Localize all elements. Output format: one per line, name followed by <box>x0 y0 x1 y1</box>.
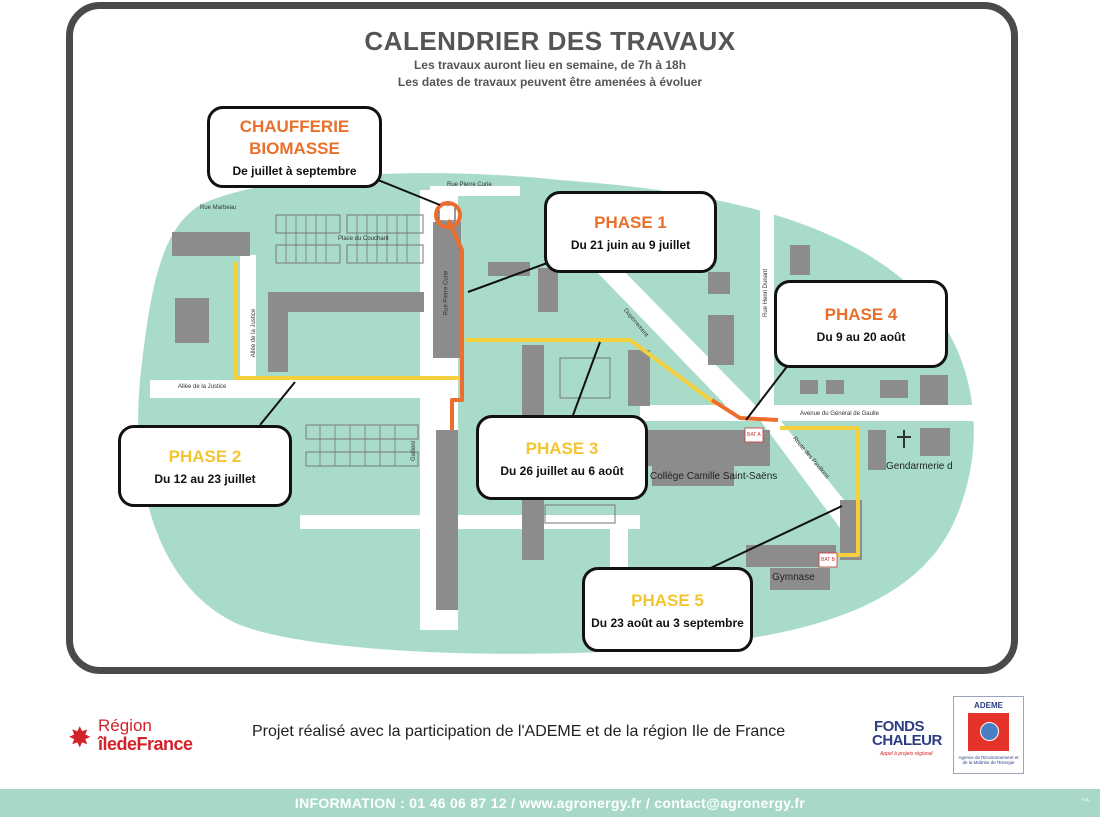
label-rue-marbeau: Rue Marbeau <box>200 205 237 211</box>
label-rue-henri-dunant: Rue Henri Dunant <box>763 268 770 318</box>
callout-chaufferie-title-1: CHAUFFERIE <box>239 117 350 136</box>
callout-chaufferie: CHAUFFERIE BIOMASSE De juillet à septemb… <box>207 106 382 188</box>
info-bar: INFORMATION : 01 46 06 87 12 / www.agron… <box>0 789 1100 817</box>
label-avenue-gaulle: Avenue du Général de Gaulle <box>800 411 879 417</box>
callout-phase-5-title: PHASE 5 <box>631 590 704 610</box>
label-gendarmerie: Gendarmerie d <box>886 461 953 472</box>
buildings <box>172 222 950 610</box>
label-rue-pierre-curie-side: Rue Pierre Curie <box>443 270 450 316</box>
logo-region-ile-de-france: ✸ Région îledeFrance <box>68 716 213 756</box>
callout-phase-2: PHASE 2 Du 12 au 23 juillet <box>118 425 292 507</box>
label-place-du-couchant: Place du Couchant <box>338 236 389 242</box>
star-icon: ✸ <box>68 722 92 753</box>
route-yellow <box>234 262 860 557</box>
callout-phase-3-dates: Du 26 juillet au 6 août <box>500 463 624 478</box>
logo-ademe: ADEME Agence de l'Environnement et de la… <box>953 696 1024 774</box>
label-rue-pierre-curie: Rue Pierre Curie <box>447 182 492 188</box>
tiny-mark: v.a. <box>1082 797 1090 803</box>
subtitle-disclaimer: Les dates de travaux peuvent être amenée… <box>397 75 703 89</box>
logo-fonds-line-3: Appel à projets régional <box>880 751 933 757</box>
leader-lines <box>259 179 843 574</box>
callout-phase-4-dates: Du 9 au 20 août <box>816 330 906 344</box>
logo-ademe-subtitle: Agence de l'Environnement et de la Maîtr… <box>958 755 1019 765</box>
parking <box>275 214 616 524</box>
callout-phase-1-dates: Du 21 juin au 9 juillet <box>570 238 691 252</box>
label-allee-justice-h: Allée de la Justice <box>178 384 227 390</box>
page-title: CALENDRIER DES TRAVAUX <box>364 26 736 56</box>
callout-phase-3-title: PHASE 3 <box>525 438 599 458</box>
subtitle-hours: Les travaux auront lieu en semaine, de 7… <box>413 58 687 72</box>
callout-phase-1-title: PHASE 1 <box>594 213 667 232</box>
label-allee-justice-v: Allée de la Justice <box>251 308 258 358</box>
callout-phase-5-dates: Du 23 août au 3 septembre <box>591 615 744 630</box>
callout-phase-3: PHASE 3 Du 26 juillet au 6 août <box>476 415 648 500</box>
logo-fonds-line-1: FONDS <box>874 718 925 735</box>
callout-phase-5: PHASE 5 Du 23 août au 3 septembre <box>582 567 753 652</box>
callout-phase-2-title: PHASE 2 <box>168 447 242 466</box>
globe-icon <box>980 722 999 741</box>
logo-ademe-title: ADEME <box>974 701 1003 710</box>
callout-chaufferie-dates: De juillet à septembre <box>232 164 357 178</box>
project-credit: Projet réalisé avec la participation de … <box>252 723 786 740</box>
callout-chaufferie-title-2: BIOMASSE <box>249 139 340 158</box>
route-orange <box>446 219 779 430</box>
logo-region-line-2: îledeFrance <box>98 734 193 754</box>
callout-phase-4: PHASE 4 Du 9 au 20 août <box>774 280 948 368</box>
label-college: Collège Camille Saint-Saëns <box>650 471 778 482</box>
callout-phase-1: PHASE 1 Du 21 juin au 9 juillet <box>544 191 717 273</box>
label-gymnase: Gymnase <box>772 572 815 583</box>
label-bat-a: BAT A <box>747 432 761 438</box>
chaufferie-marker <box>434 201 462 229</box>
gendarmerie-flag <box>897 430 911 448</box>
logo-region-line-1: Région <box>98 716 152 735</box>
parking-lines <box>285 215 408 466</box>
label-gallieni: Gallieni <box>411 440 418 462</box>
logo-fonds-line-2: CHALEUR <box>872 732 942 749</box>
callout-phase-4-title: PHASE 4 <box>824 305 898 324</box>
label-bat-b: BAT B <box>821 557 835 563</box>
callout-phase-2-dates: Du 12 au 23 juillet <box>154 472 256 486</box>
logo-fonds-chaleur: FONDS CHALEUR Appel à projets régional <box>870 718 950 764</box>
